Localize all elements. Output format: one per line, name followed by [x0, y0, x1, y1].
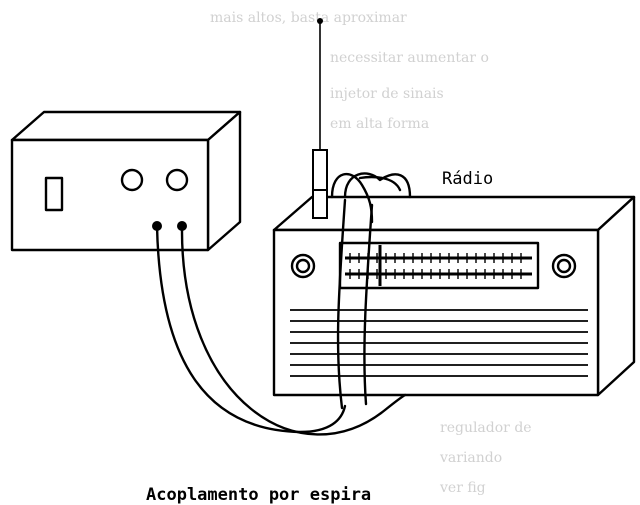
radio-knob-right	[551, 253, 577, 279]
radio-front-face	[272, 228, 600, 397]
radio-side-face	[596, 195, 636, 397]
lead-wire-1	[155, 224, 347, 434]
injector-top-face	[10, 110, 242, 142]
bleed-line-7: ver fig	[439, 480, 486, 496]
bleed-line-6: variando	[439, 450, 502, 466]
connection-leads	[155, 224, 407, 436]
injector-knob-2	[165, 168, 189, 192]
bleed-line-2: necessitar aumentar o	[330, 50, 489, 66]
coupling-loop	[330, 172, 412, 410]
lead-wire-2	[180, 224, 407, 436]
tuning-dial	[338, 241, 540, 290]
radio-knob-left	[290, 253, 316, 279]
antenna-tip	[317, 18, 323, 24]
injector-knob-1	[120, 168, 144, 192]
bleed-line-1: mais altos, basta aproximar	[210, 10, 407, 26]
loop-front-wire-2	[363, 203, 374, 406]
radio-knob-right-inner	[556, 258, 572, 274]
dial-ticks	[349, 253, 522, 279]
loop-top-arc-2	[343, 172, 412, 199]
bleed-line-3: injetor de sinais	[330, 86, 444, 102]
radio-knob-left-inner	[295, 258, 311, 274]
signal-injector-box	[10, 110, 242, 252]
loop-front-wire-1	[336, 198, 347, 410]
antenna-sleeve	[312, 189, 328, 219]
bleed-line-4: em alta forma	[330, 116, 429, 132]
coupling-caption: Acoplamento por espira	[146, 485, 371, 505]
injector-switch	[44, 176, 64, 212]
bleed-line-5: regulador de	[440, 420, 532, 436]
loop-top-arc-3	[358, 175, 402, 192]
background-bleed-text: mais altos, basta aproximar necessitar a…	[210, 10, 532, 496]
radio-label: Rádio	[442, 169, 493, 189]
injector-front-face	[10, 138, 210, 252]
radio-receiver	[272, 18, 636, 397]
